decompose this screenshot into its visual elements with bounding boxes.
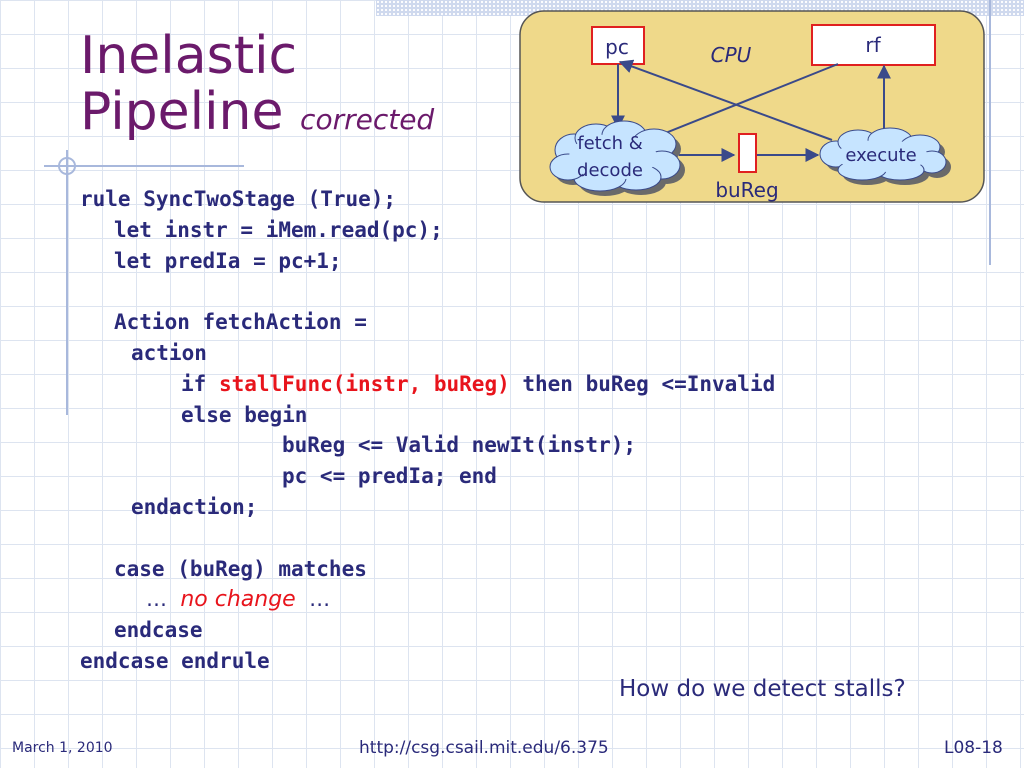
right-vertical-rule bbox=[989, 0, 991, 265]
rf-label: rf bbox=[865, 33, 881, 57]
fetch-decode-label-line2: decode bbox=[577, 160, 643, 181]
bureg-register-box bbox=[738, 133, 757, 173]
slide-title-line1: Inelastic bbox=[80, 26, 298, 86]
cpu-label: CPU bbox=[711, 43, 752, 67]
pc-label: pc bbox=[605, 35, 629, 59]
code-line-1: rule SyncTwoStage (True); bbox=[80, 187, 397, 211]
code-line-10: endaction; bbox=[131, 495, 258, 519]
code-line-5: action bbox=[131, 341, 207, 365]
fetch-decode-cloud bbox=[549, 120, 685, 196]
code-line-3: let predIa = pc+1; bbox=[114, 248, 342, 273]
code-line-7: else begin bbox=[181, 402, 308, 427]
bureg-label: buReg bbox=[715, 178, 778, 202]
code-line-6-stall-call: stallFunc(instr, buReg) bbox=[218, 371, 510, 396]
code-line-11: case (buReg) matches bbox=[114, 556, 367, 581]
code-line-2: let instr = iMem.read(pc); bbox=[114, 217, 443, 242]
footer-date: March 1, 2010 bbox=[12, 740, 113, 756]
code-line-9: pc <= predIa; end bbox=[282, 464, 497, 489]
title-crosshair-circle bbox=[58, 157, 76, 175]
code-line-8: buReg <= Valid newIt(instr); bbox=[282, 433, 637, 458]
pc-register-box bbox=[591, 26, 645, 65]
title-left-vertical-rule bbox=[66, 150, 68, 415]
code-line-12-comment: … no change … bbox=[146, 584, 330, 616]
rf-to-fetch-arrow bbox=[646, 63, 839, 142]
slide-title: Inelastic Pipeline corrected bbox=[80, 28, 434, 148]
footer-slide-number: L08-18 bbox=[944, 738, 1003, 758]
execute-label: execute bbox=[845, 145, 916, 166]
code-line-14: endcase endrule bbox=[80, 649, 270, 673]
code-ellipsis-left: … bbox=[146, 587, 167, 612]
slide-title-line2: Pipeline bbox=[80, 82, 284, 142]
execute-to-pc-arrow bbox=[618, 59, 833, 141]
title-underline-rule bbox=[44, 165, 244, 167]
no-change-note: no change bbox=[180, 587, 296, 613]
stall-question: How do we detect stalls? bbox=[619, 676, 906, 702]
code-line-6: if stallFunc(instr, buReg) then buReg <=… bbox=[181, 369, 775, 400]
cpu-pipeline-diagram: CPU pc rf bbox=[519, 10, 985, 203]
rf-register-file-box bbox=[811, 24, 936, 66]
slide-subtitle: corrected bbox=[300, 103, 435, 136]
execute-cloud bbox=[819, 127, 951, 185]
code-ellipsis-right: … bbox=[309, 587, 331, 612]
fetch-decode-label-line1: fetch & bbox=[577, 133, 643, 154]
code-line-4: Action fetchAction = bbox=[114, 310, 367, 335]
footer-url: http://csg.csail.mit.edu/6.375 bbox=[359, 738, 609, 758]
code-line-13: endcase bbox=[114, 618, 203, 643]
code-line-6-then: then buReg <=Invalid bbox=[509, 371, 776, 396]
code-line-6-if: if bbox=[181, 371, 219, 396]
